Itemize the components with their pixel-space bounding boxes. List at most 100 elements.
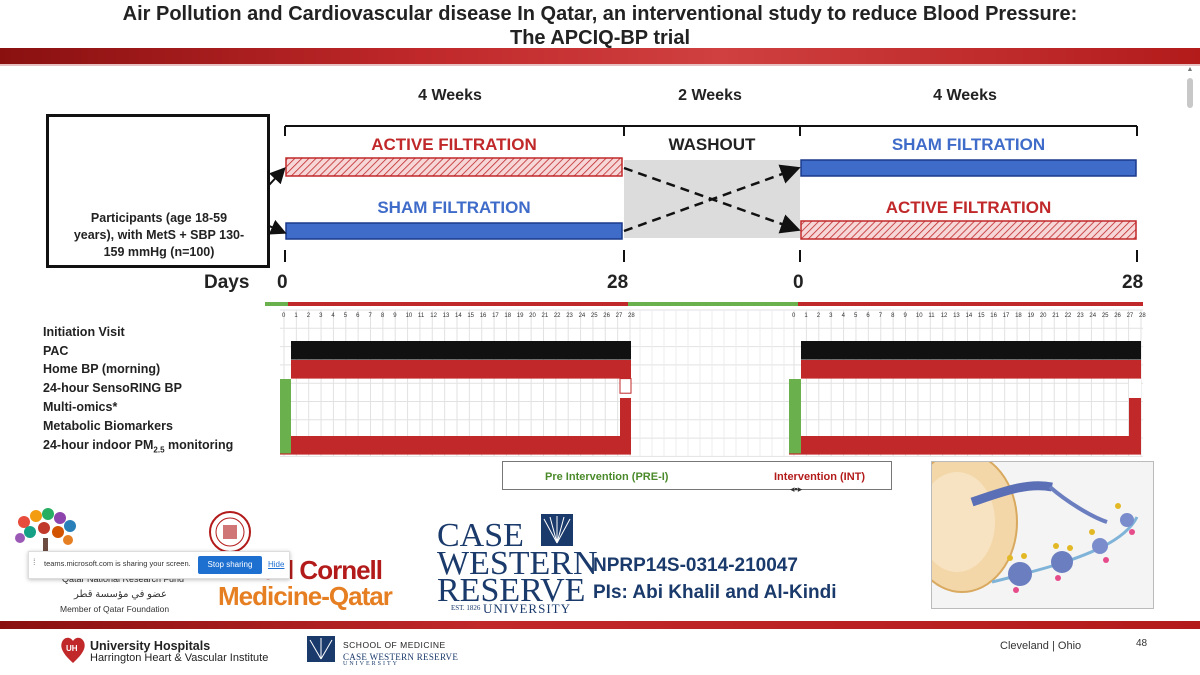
day-tick-label: 11 xyxy=(418,313,425,319)
day-tick-label: 1 xyxy=(294,313,298,319)
day-tick-label: 18 xyxy=(504,313,511,319)
pre-intervention-block-period2 xyxy=(789,379,801,454)
day-tick-label: 10 xyxy=(916,313,923,319)
row-label-pac: PAC xyxy=(43,344,69,358)
day-tick-label: 4 xyxy=(842,313,846,319)
day-tick-label: 26 xyxy=(1114,313,1121,319)
day-tick-label: 22 xyxy=(1065,313,1072,319)
day-tick-label: 3 xyxy=(829,313,833,319)
day-tick-label: 6 xyxy=(866,313,870,319)
day-tick-label: 23 xyxy=(1077,313,1084,319)
day-tick-label: 20 xyxy=(529,313,536,319)
day-tick-label: 2 xyxy=(307,313,311,319)
location-separator: | xyxy=(1048,640,1058,652)
weill-cornell-qatar: Medicine-Qatar xyxy=(218,581,393,611)
day-tick-label: 7 xyxy=(369,313,373,319)
sham-filtration-bar-2 xyxy=(800,159,1137,177)
cwru-emblem-icon xyxy=(541,514,573,546)
day-tick-label: 0 xyxy=(792,313,796,319)
period1-duration: 4 Weeks xyxy=(418,87,482,104)
day-tick-label: 21 xyxy=(1052,313,1059,319)
university-hospitals-name: University Hospitals xyxy=(90,639,211,653)
mouse-cursor-icon: ◂▪▸ xyxy=(790,484,803,494)
day-tick-label: 13 xyxy=(953,313,960,319)
day-tick-label: 9 xyxy=(393,313,397,319)
period2-bottom-arm-label: ACTIVE FILTRATION xyxy=(885,198,1052,217)
crossover-arrow-down xyxy=(623,166,801,234)
end-block-period1 xyxy=(620,398,631,437)
participants-line2: years), with MetS + SBP 130- xyxy=(73,228,245,242)
day-tick-label: 27 xyxy=(1127,313,1134,319)
pac-bar-period1 xyxy=(291,341,631,360)
day-tick-label: 14 xyxy=(455,313,462,319)
crossover-arrow-up xyxy=(623,164,801,233)
day-tick-label: 7 xyxy=(879,313,883,319)
school-of-medicine-label: SCHOOL OF MEDICINE xyxy=(343,640,446,650)
scroll-up-arrow-icon[interactable]: ▲ xyxy=(1186,66,1194,73)
cwru-logo-western: WESTERN xyxy=(437,545,598,582)
day-tick-label: 6 xyxy=(356,313,360,319)
day-tick-label: 25 xyxy=(1102,313,1109,319)
day-tick-label: 17 xyxy=(492,313,499,319)
university-hospitals-heart-icon: UH xyxy=(61,637,85,663)
pm-subscript: 2.5 xyxy=(153,445,165,455)
day-tick-label: 28 xyxy=(1139,313,1146,319)
som-cwru-label: CASE WESTERN RESERVE xyxy=(343,652,459,662)
pm-bar-period2 xyxy=(789,436,1141,455)
day-tick-label: 11 xyxy=(928,313,935,319)
period2-top-arm-label: SHAM FILTRATION xyxy=(891,135,1046,154)
day-tick-label: 12 xyxy=(430,313,437,319)
day-tick-label: 0 xyxy=(282,313,286,319)
day-tick-label: 5 xyxy=(854,313,858,319)
qnrf-tree-logo xyxy=(15,508,76,560)
title-divider-shadow xyxy=(0,64,1200,66)
grant-number: NPRP14S-0314-210047 xyxy=(593,555,798,576)
day-tick-label: 14 xyxy=(966,313,973,319)
sharing-message: teams.microsoft.com is sharing your scre… xyxy=(44,559,191,568)
day-tick-label: 18 xyxy=(1015,313,1022,319)
legend-pre-label: Pre Intervention (PRE-I) xyxy=(545,471,669,483)
row-label-pm-monitoring: 24-hour indoor PM2.5 monitoring xyxy=(43,437,233,459)
chromatin-illustration-image xyxy=(906,451,1139,593)
day-tick-label: 19 xyxy=(517,313,524,319)
pm-label-main: 24-hour indoor PM xyxy=(43,438,154,452)
active-filtration-bar-1 xyxy=(285,157,623,177)
day-tick-label: 8 xyxy=(381,313,385,319)
day-tick-label: 13 xyxy=(443,313,450,319)
hide-sharing-bar-link[interactable]: Hide xyxy=(268,560,285,569)
day-tick-label: 12 xyxy=(941,313,948,319)
stop-sharing-button[interactable]: Stop sharing xyxy=(198,556,262,574)
location-state: Ohio xyxy=(1057,640,1082,652)
sensoring-end-marker-1 xyxy=(619,378,632,394)
participants-box xyxy=(46,114,270,268)
participants-line1: Participants (age 18-59 xyxy=(90,211,228,225)
period-brackets xyxy=(284,125,1138,262)
slide-title-line1: Air Pollution and Cardiovascular disease… xyxy=(122,3,1078,25)
cwru-logo-case: CASE xyxy=(437,517,524,554)
cwru-logo-reserve: RESERVE xyxy=(437,572,586,609)
pre-intervention-block-period1 xyxy=(280,379,291,454)
principal-investigators: PIs: Abi Khalil and Al-Kindi xyxy=(593,582,837,603)
end-gap-period2 xyxy=(1129,379,1141,398)
schedule-grid xyxy=(280,309,1143,457)
slide-title: Air Pollution and Cardiovascular disease… xyxy=(0,2,1200,50)
qnrf-arabic: عضو في مؤسسة قطر xyxy=(74,589,167,600)
svg-text:UH: UH xyxy=(66,644,78,653)
washout-duration: 2 Weeks xyxy=(678,87,742,104)
pm-label-suffix: monitoring xyxy=(164,438,234,452)
drag-handle-icon[interactable]: ⁞ xyxy=(33,557,36,567)
day-tick-label: 15 xyxy=(978,313,985,319)
cwru-logo-est: EST. 1826 xyxy=(451,604,481,612)
scrollbar-thumb[interactable] xyxy=(1187,78,1193,108)
day-tick-label: 28 xyxy=(628,313,635,319)
title-divider xyxy=(0,48,1200,64)
row-label-multi-omics: Multi-omics* xyxy=(43,400,118,414)
pac-bar-period2 xyxy=(801,341,1141,360)
home-bp-bar-period1 xyxy=(291,360,631,379)
day-tick-label: 17 xyxy=(1003,313,1010,319)
day-tick-label: 3 xyxy=(319,313,323,319)
day-tick-label: 20 xyxy=(1040,313,1047,319)
qnrf-member: Member of Qatar Foundation xyxy=(60,604,170,614)
days-axis-label: Days xyxy=(204,272,250,293)
